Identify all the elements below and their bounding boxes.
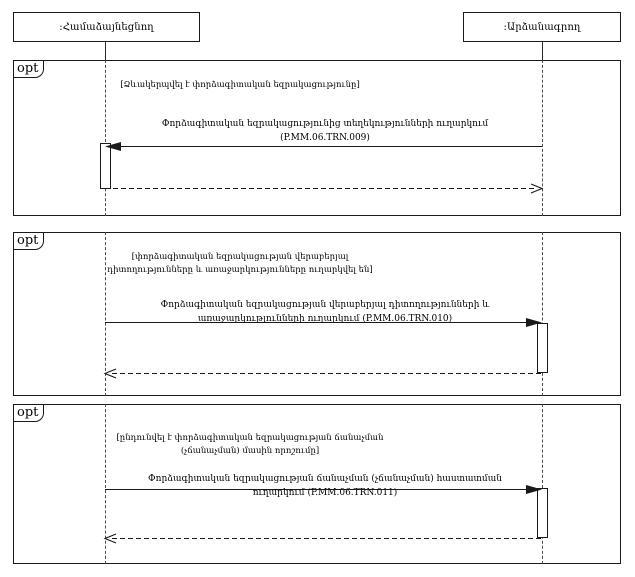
participant-box-approver[interactable]: :Համաձայնեցնող (13, 12, 200, 42)
participant-label-registrar: :Արձանագրող (503, 21, 581, 33)
activation-bar-registrar-2 (537, 323, 548, 373)
reply-arrow-3 (103, 533, 542, 544)
fragment-operator-label-2: opt (14, 233, 45, 250)
message-arrow-3 (105, 485, 542, 494)
opt-fragment-1[interactable]: opt (13, 60, 621, 216)
lifeline-registrar-seg2 (542, 232, 543, 396)
message-label-2: Փորձագիտական եզրակացության վերաբերյալ դի… (160, 300, 490, 324)
message-arrow-1 (105, 142, 542, 151)
message-label-1: Փորձագիտական եզրակացությունից տեղեկությո… (161, 119, 489, 143)
participant-label-approver: :Համաձայնեցնող (59, 21, 154, 33)
reply-arrow-1 (105, 183, 544, 194)
fragment-guard-2: [փորձագիտական եզրակացության վերաբերյալ դ… (107, 252, 373, 275)
lifeline-approver-seg3 (105, 404, 106, 564)
message-label-3: Փորձագիտական եզրակացության ճանաչման (չճա… (148, 474, 502, 498)
lifeline-stub-approver (105, 42, 106, 60)
lifeline-registrar-seg1 (542, 60, 543, 216)
opt-fragment-3[interactable]: opt (13, 404, 621, 564)
fragment-guard-1: [Ձևակերպվել է փորձագիտական եզրակացությու… (120, 80, 360, 90)
message-arrow-2 (105, 318, 542, 327)
lifeline-stub-registrar (542, 42, 543, 60)
opt-fragment-2[interactable]: opt (13, 232, 621, 396)
fragment-operator-label-3: opt (14, 405, 45, 422)
reply-arrow-2 (103, 368, 542, 379)
lifeline-approver-seg1 (105, 60, 106, 216)
activation-bar-registrar-3 (537, 488, 548, 538)
participant-box-registrar[interactable]: :Արձանագրող (463, 12, 621, 42)
fragment-guard-3: [ընդունվել է փորձագիտական եզրակացության … (116, 433, 384, 456)
fragment-operator-label-1: opt (14, 61, 45, 78)
lifeline-approver-seg2 (105, 232, 106, 396)
lifeline-registrar-seg3 (542, 404, 543, 564)
